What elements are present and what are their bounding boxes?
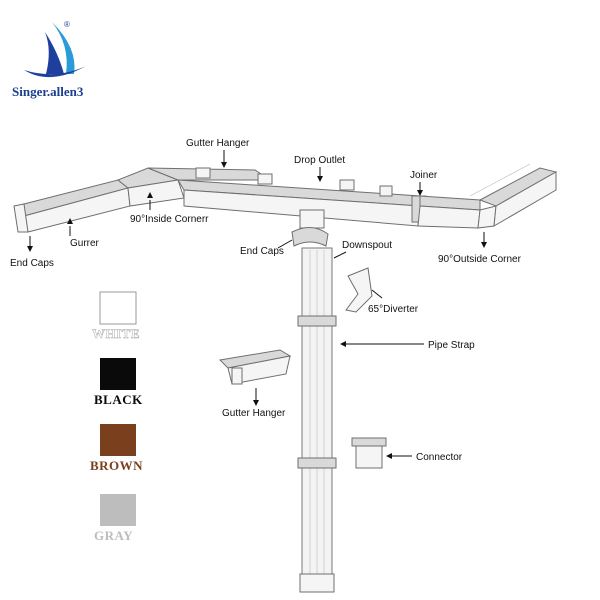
gutter-hanger-2 <box>257 173 273 185</box>
swatch-brown <box>100 424 136 456</box>
wave-icon <box>24 66 86 78</box>
arrow-icon <box>481 242 487 248</box>
swatch-white <box>99 291 137 325</box>
label-end-caps-left: End Caps <box>10 258 54 269</box>
label-pipe-strap: Pipe Strap <box>428 340 475 351</box>
end-cap-center <box>291 227 329 247</box>
pipe-strap-2 <box>297 457 337 469</box>
arrow-icon <box>221 162 227 168</box>
swatch-label-brown: BROWN <box>90 458 143 473</box>
label-downspout: Downspout <box>342 240 392 251</box>
downspout-shoe <box>299 573 335 593</box>
brand-name: Singer.allen3 <box>12 84 84 99</box>
swatch-gray <box>100 494 136 526</box>
arrow-icon <box>386 453 392 459</box>
color-swatches: WHITE BLACK BROWN GRAY <box>90 291 143 543</box>
arrow-icon <box>417 190 423 196</box>
label-drop-outlet: Drop Outlet <box>294 155 345 166</box>
label-diverter: 65°Diverter <box>368 304 419 315</box>
arrow-icon <box>253 400 259 406</box>
gutter-hanger-4 <box>379 185 393 197</box>
label-connector: Connector <box>416 452 463 463</box>
drop-outlet-base <box>299 209 325 229</box>
gutter-hanger-3 <box>339 179 355 191</box>
swatch-label-white: WHITE <box>92 326 140 341</box>
hanger-bracket <box>231 367 243 385</box>
label-inside-corner: 90°Inside Cornerr <box>130 214 209 225</box>
label-outside-corner: 90°Outside Corner <box>438 254 522 265</box>
end-cap-left <box>13 203 29 233</box>
pipe-strap-1 <box>297 315 337 327</box>
diverter-body <box>345 267 373 313</box>
label-gutter-hanger-bottom: Gutter Hanger <box>222 408 286 419</box>
label-gutter-hanger-top: Gutter Hanger <box>186 138 250 149</box>
brand-logo: ® Singer.allen3 <box>12 20 86 99</box>
registered-mark: ® <box>64 20 70 29</box>
label-joiner: Joiner <box>410 170 438 181</box>
swatch-black <box>100 358 136 390</box>
arrow-icon <box>27 246 33 252</box>
sail-icon <box>45 32 64 74</box>
arrow-icon <box>340 341 346 347</box>
arrow-icon <box>147 192 153 198</box>
label-gurrer: Gurrer <box>70 238 100 249</box>
arrow-icon <box>317 176 323 182</box>
gutter-run <box>13 163 558 247</box>
gutter-piece-loose <box>218 349 292 385</box>
gutter-right-face <box>417 205 481 229</box>
swatch-label-black: BLACK <box>94 392 143 407</box>
arrow-icon <box>67 218 73 224</box>
outside-corner-face <box>477 205 497 229</box>
sail-icon-secondary <box>52 22 75 74</box>
callouts: Gutter Hanger Drop Outlet Joiner End Cap… <box>10 138 522 463</box>
gutter-hanger-1 <box>195 167 211 179</box>
gutter-rib <box>469 163 531 197</box>
connector-part <box>351 437 387 469</box>
label-end-caps-center: End Caps <box>240 246 284 257</box>
downspout <box>297 247 337 593</box>
swatch-label-gray: GRAY <box>94 528 133 543</box>
diverter-65 <box>345 267 373 313</box>
gutter-back-leg <box>493 171 557 227</box>
